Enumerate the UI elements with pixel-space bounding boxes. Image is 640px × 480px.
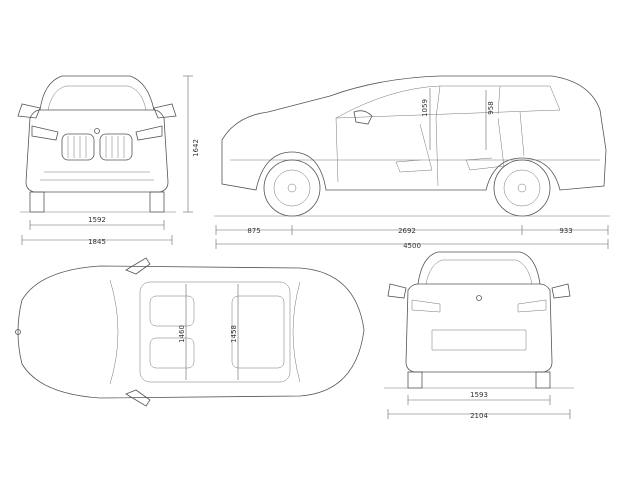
front-view-grille-right: [99, 133, 133, 161]
front-overhang-label: 875: [247, 227, 260, 235]
overall-width-label: 1845: [88, 238, 106, 246]
front-view-roof: [39, 75, 155, 111]
front-track-label: 1592: [88, 216, 106, 224]
overall-height-label: 1642: [192, 139, 200, 157]
front-view-right-mirror: [153, 103, 177, 119]
rear-shoulder-width-label: 1458: [230, 325, 238, 343]
rear-headroom-label: 958: [487, 101, 495, 114]
wheelbase-label: 2692: [398, 227, 416, 235]
rear-track-label: 1593: [470, 391, 488, 399]
side-view-rear-wheel: [493, 159, 551, 217]
top-view-badge-icon: [15, 329, 21, 335]
rear-view-roof: [417, 251, 541, 285]
front-view-badge-icon: [94, 128, 100, 134]
front-shoulder-width-label: 1460: [178, 325, 186, 343]
front-view-body: [25, 109, 169, 193]
top-view-body: [17, 265, 365, 399]
side-view: 1059 958 875 2692 933 4500: [214, 75, 610, 250]
width-with-mirrors-label: 2104: [470, 412, 488, 420]
rear-overhang-label: 933: [559, 227, 572, 235]
rear-view: 1593 2104: [384, 251, 574, 420]
top-view: 1460 1458: [15, 257, 365, 407]
side-view-front-wheel: [263, 159, 321, 217]
front-view: 1592 1845 1642: [17, 75, 200, 246]
side-view-windows: [335, 85, 561, 119]
front-view-left-mirror: [17, 103, 41, 119]
rear-view-body: [405, 283, 553, 373]
side-view-body: [221, 75, 607, 191]
overall-length-label: 4500: [403, 242, 421, 250]
rear-view-badge-icon: [476, 295, 482, 301]
front-headroom-label: 1059: [421, 99, 429, 117]
front-view-grille-left: [61, 133, 95, 161]
